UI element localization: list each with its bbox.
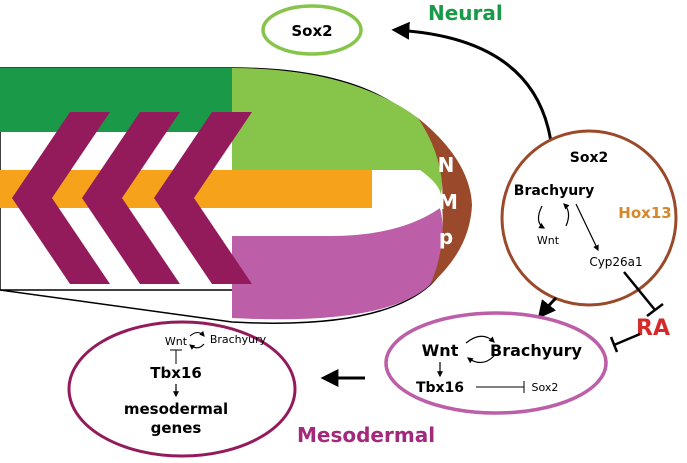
- meso-loop-bottom: [189, 343, 205, 350]
- meso-target-line1: mesodermal: [124, 400, 228, 418]
- tail-bud: N M p: [0, 67, 472, 324]
- meso-loop-top: [189, 330, 205, 337]
- nmp-wnt-brachyury-loop-right: [563, 203, 570, 227]
- transition-sox2-label: Sox2: [532, 381, 559, 394]
- nmp-node: Sox2 Brachyury Hox13 Wnt Cyp26a1: [500, 129, 678, 307]
- mesodermal-node-ellipse: [67, 320, 297, 458]
- transition-wnt-label: Wnt: [422, 341, 459, 360]
- meso-target-line2: genes: [151, 419, 202, 437]
- nmp-brachyury-label: Brachyury: [514, 183, 594, 199]
- nmp-cyp26a1-label: Cyp26a1: [589, 255, 642, 269]
- nmp-to-neural-arrow: [391, 21, 554, 151]
- ra-label: RA: [636, 316, 670, 341]
- somite-chevron-3: [154, 112, 252, 284]
- brachyury-to-cyp26a1-arrow: [575, 203, 599, 252]
- somite-chevron-2: [82, 112, 180, 284]
- cyp26a1-inhibits-ra-line: [623, 271, 656, 311]
- transition-loop-bottom: [467, 355, 495, 364]
- nmp-sox2-label: Sox2: [570, 150, 608, 166]
- transition-node: Wnt Brachyury Tbx16 Sox2: [384, 311, 608, 415]
- nmp-to-transition-arrow: [537, 296, 558, 319]
- meso-brachyury-label: Brachyury: [210, 333, 267, 346]
- neural-node-ellipse: [261, 4, 363, 56]
- nmp-letter-n: N: [438, 153, 455, 177]
- nmp-node-circle: [500, 129, 678, 307]
- neural-domain: [232, 68, 444, 200]
- nmp-letter-p: p: [439, 225, 453, 249]
- transition-node-ellipse: [384, 311, 608, 415]
- transition-loop-top: [465, 335, 495, 344]
- mesoderm-domain: [232, 208, 444, 320]
- bud-notch: [372, 170, 441, 210]
- neural-label: Neural: [428, 1, 503, 25]
- meso-tbx16-label: Tbx16: [150, 364, 202, 382]
- neural-node: Sox2: [261, 4, 363, 56]
- cyp26a1-inhibits-ra-bar: [646, 303, 664, 317]
- hox13-label: Hox13: [618, 204, 671, 222]
- ra-inhibits-brachyury-line: [613, 332, 641, 347]
- ra-inhibits-brachyury-bar: [609, 336, 619, 353]
- transition-tbx16-label: Tbx16: [416, 380, 464, 396]
- somite-chevron-1: [12, 112, 110, 284]
- nmp-letter-m: M: [438, 190, 458, 214]
- meso-wnt-label: Wnt: [165, 335, 188, 348]
- neural-sox2-label: Sox2: [291, 22, 332, 40]
- nmp-crescent: [418, 118, 472, 285]
- neural-tube-band: [0, 68, 236, 132]
- mesodermal-label: Mesodermal: [297, 423, 435, 447]
- nmp-wnt-brachyury-loop-left: [537, 205, 546, 229]
- transition-brachyury-label: Brachyury: [490, 341, 582, 360]
- nmp-wnt-label: Wnt: [537, 234, 560, 247]
- mesodermal-node: Wnt Brachyury Tbx16 mesodermal genes: [67, 320, 297, 458]
